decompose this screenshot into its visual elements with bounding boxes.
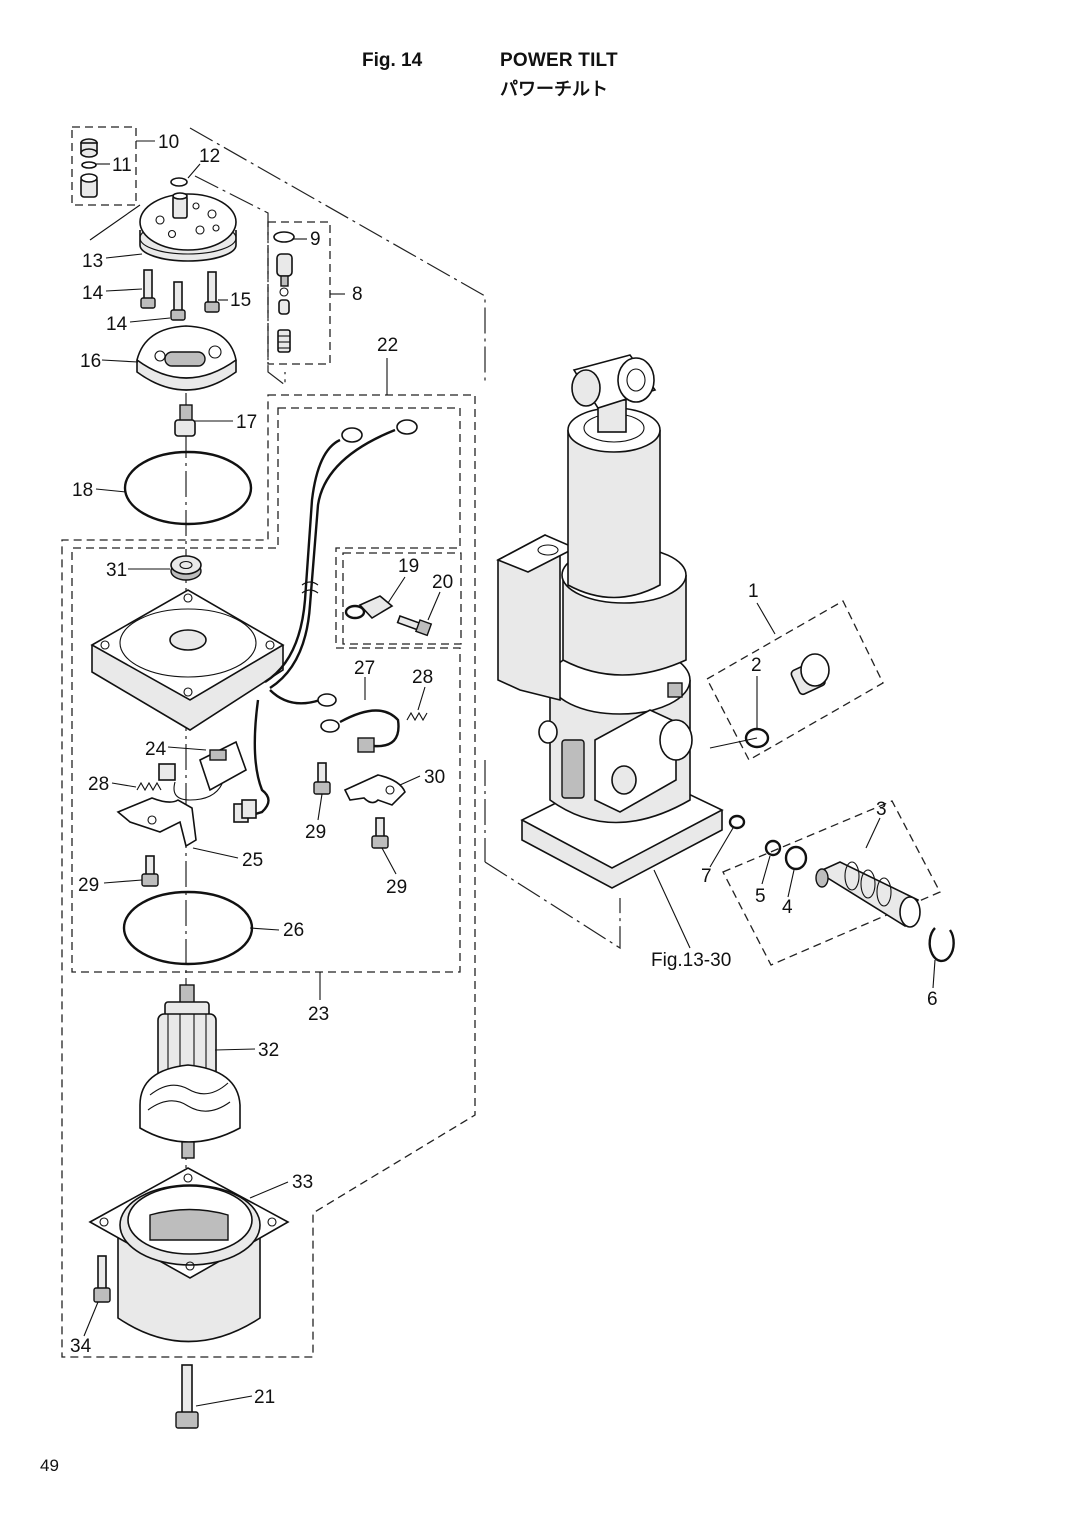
motor-end-cap [90,589,285,731]
center-line-base [484,861,621,950]
callout-30: 30 [424,767,445,788]
callout-5: 5 [755,886,766,907]
part-31-bearing [170,555,202,581]
part-19-clamp [344,595,394,620]
callout-29-left: 29 [78,875,99,896]
figure-title: POWER TILT [500,50,618,71]
part-26-o-ring [122,890,254,966]
callout-22: 22 [377,335,398,356]
group-box-3 [722,800,941,966]
part-16-pump [136,325,237,391]
part-28-spring-right [406,711,428,722]
part-34-bolt [93,1255,111,1303]
group-box-19-20 [342,552,462,645]
brush-wire [241,699,270,820]
part-18-o-ring [123,450,253,526]
callout-20: 20 [432,572,453,593]
callout-26: 26 [283,920,304,941]
center-line-valve [194,175,286,387]
callout-labels: 10 11 12 13 14 14 15 16 17 18 31 9 8 22 … [70,132,938,1408]
part-24-brush-holder [158,740,247,801]
reference-label: Fig.13-30 [651,950,731,971]
callout-15: 15 [230,290,251,311]
callout-32: 32 [258,1040,279,1061]
callout-33: 33 [292,1172,313,1193]
part-27-lead-wire [269,689,400,753]
callout-2: 2 [751,655,762,676]
callout-9: 9 [310,229,321,250]
callout-19: 19 [398,556,419,577]
group-box-8 [267,221,331,365]
callout-16: 16 [80,351,101,372]
figure-title-japanese: パワーチルト [500,79,608,100]
callout-7: 7 [701,866,712,887]
callout-1: 1 [748,581,759,602]
group-box-22 [61,394,476,1358]
part-29-screw-middle [313,762,331,795]
part-29-screw-left [141,855,159,887]
part-17-coupling [174,404,196,437]
callout-23: 23 [308,1004,329,1025]
center-line-main [189,127,486,385]
callout-31: 31 [106,560,127,581]
callout-25: 25 [242,850,263,871]
callout-21: 21 [254,1387,275,1408]
part-4-o-ring [784,845,808,871]
part-10-valve-stack [80,138,98,198]
part-25-brush-plate [116,797,197,848]
part-14-15-screws [140,269,220,321]
group-box-1 [706,600,884,761]
part-20-screw [396,614,433,637]
part-21-bolt [175,1364,199,1429]
callout-29-right: 29 [386,877,407,898]
group-box-23 [71,407,461,973]
callout-18: 18 [72,480,93,501]
callout-6: 6 [927,989,938,1010]
group-box-10 [71,126,137,206]
callout-13: 13 [82,251,103,272]
callout-27: 27 [354,658,375,679]
part-29-screw-right [371,817,389,849]
callout-10: 10 [158,132,179,153]
callout-34: 34 [70,1336,92,1357]
callout-29-middle: 29 [305,822,326,843]
part-32-armature [139,984,241,1159]
figure-number: Fig. 14 [362,50,423,71]
page-number: 49 [40,1456,59,1475]
callout-11: 11 [112,155,132,176]
part-28-spring-left [136,781,162,792]
callout-4: 4 [782,897,793,918]
leader-lines [83,140,936,1407]
part-30-plate [343,774,406,806]
connector-plug [233,799,257,823]
callout-17: 17 [236,412,257,433]
part-6-snap-ring [928,927,955,963]
part-3-valve [815,861,921,928]
callout-3: 3 [876,799,887,820]
callout-28-right: 28 [412,667,433,688]
part-13-manifold [139,177,237,262]
part-7-o-ring [728,814,746,830]
part-5-o-ring [764,839,782,857]
callout-14-b: 14 [106,314,128,335]
callout-14-a: 14 [82,283,104,304]
part-33-yoke [88,1167,290,1343]
power-cable [264,419,418,690]
callout-24: 24 [145,739,167,760]
part-1-plug [790,653,830,696]
callout-28-left: 28 [88,774,109,795]
tilt-cylinder-assembly [496,354,724,889]
callout-8: 8 [352,284,363,305]
part-2-o-ring [744,727,770,749]
callout-12: 12 [199,146,220,167]
part-8-check-valve [273,231,295,353]
